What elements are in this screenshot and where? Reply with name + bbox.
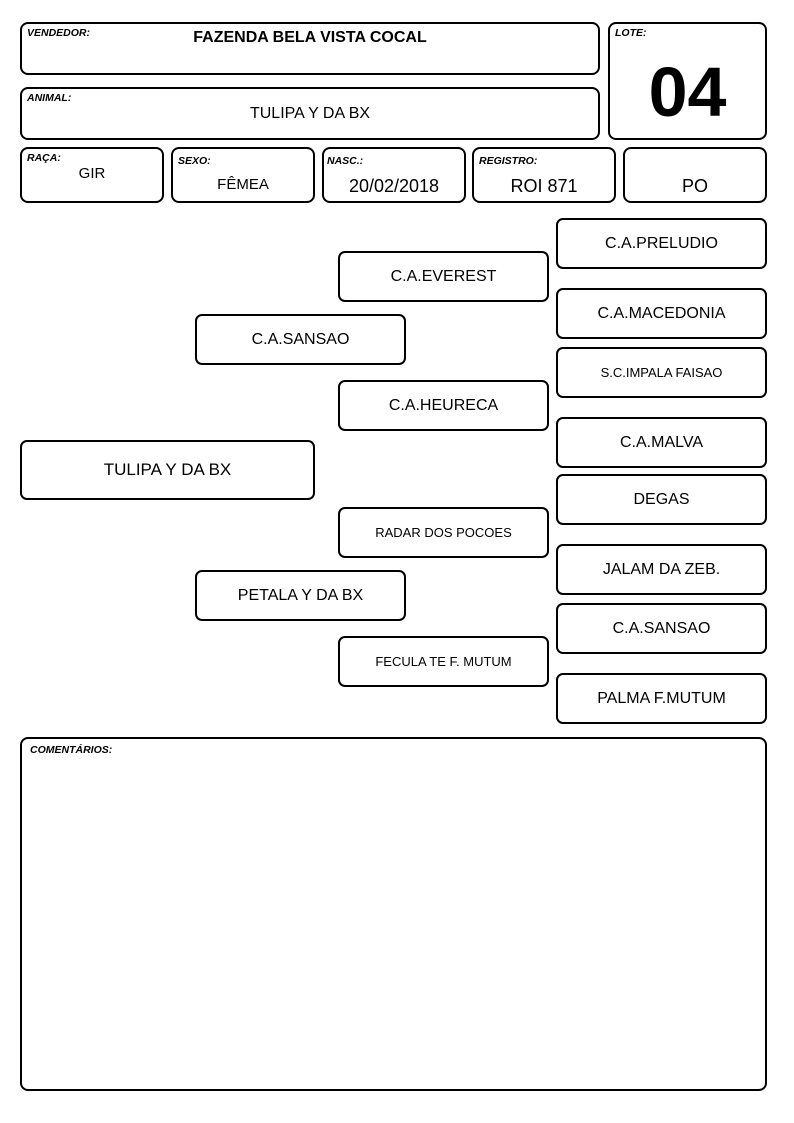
pedigree-gg-4: C.A.MALVA	[556, 417, 767, 468]
sex-value: FÊMEA	[217, 176, 269, 193]
pedigree-sire-sire: C.A.EVEREST	[338, 251, 549, 302]
sex-box: SEXO: FÊMEA	[171, 147, 315, 203]
pedigree-dam-sire: RADAR DOS POCOES	[338, 507, 549, 558]
vendor-value: FAZENDA BELA VISTA COCAL	[193, 29, 427, 46]
comments-box[interactable]: COMENTÁRIOS:	[20, 737, 767, 1091]
pedigree-gg-8: PALMA F.MUTUM	[556, 673, 767, 724]
registry-box: REGISTRO: ROI 871	[472, 147, 616, 203]
vendor-label: VENDEDOR:	[27, 27, 91, 39]
lot-label: LOTE:	[615, 27, 647, 39]
registry-label: REGISTRO:	[479, 155, 538, 167]
pedigree-sire: C.A.SANSAO	[195, 314, 406, 365]
pedigree-gg-6: JALAM DA ZEB.	[556, 544, 767, 595]
breed-box: RAÇA: GIR	[20, 147, 164, 203]
breed-value: GIR	[78, 165, 106, 182]
birth-box: NASC.: 20/02/2018	[322, 147, 466, 203]
pedigree-dam: PETALA Y DA BX	[195, 570, 406, 621]
pedigree-gg-5: DEGAS	[556, 474, 767, 525]
vendor-box: VENDEDOR: FAZENDA BELA VISTA COCAL	[20, 22, 600, 75]
animal-label: ANIMAL:	[27, 92, 72, 104]
pedigree-gg-2: C.A.MACEDONIA	[556, 288, 767, 339]
pedigree-gg-1: C.A.PRELUDIO	[556, 218, 767, 269]
sex-label: SEXO:	[178, 155, 211, 167]
category-value: PO	[681, 176, 708, 196]
registry-value: ROI 871	[510, 176, 578, 196]
animal-box: ANIMAL: TULIPA Y DA BX	[20, 87, 600, 140]
lot-box: LOTE: 04	[608, 22, 767, 140]
pedigree-gg-3: S.C.IMPALA FAISAO	[556, 347, 767, 398]
birth-value: 20/02/2018	[348, 176, 440, 196]
pedigree-gg-7: C.A.SANSAO	[556, 603, 767, 654]
animal-name: TULIPA Y DA BX	[249, 105, 371, 122]
pedigree-sire-dam: C.A.HEURECA	[338, 380, 549, 431]
breed-label: RAÇA:	[27, 152, 61, 164]
birth-label: NASC.:	[327, 155, 364, 167]
comments-text[interactable]	[30, 763, 757, 1081]
lot-number: 04	[648, 53, 727, 131]
pedigree-animal: TULIPA Y DA BX	[20, 440, 315, 500]
category-box: PO	[623, 147, 767, 203]
comments-label: COMENTÁRIOS:	[30, 744, 113, 756]
pedigree-dam-dam: FECULA TE F. MUTUM	[338, 636, 549, 687]
